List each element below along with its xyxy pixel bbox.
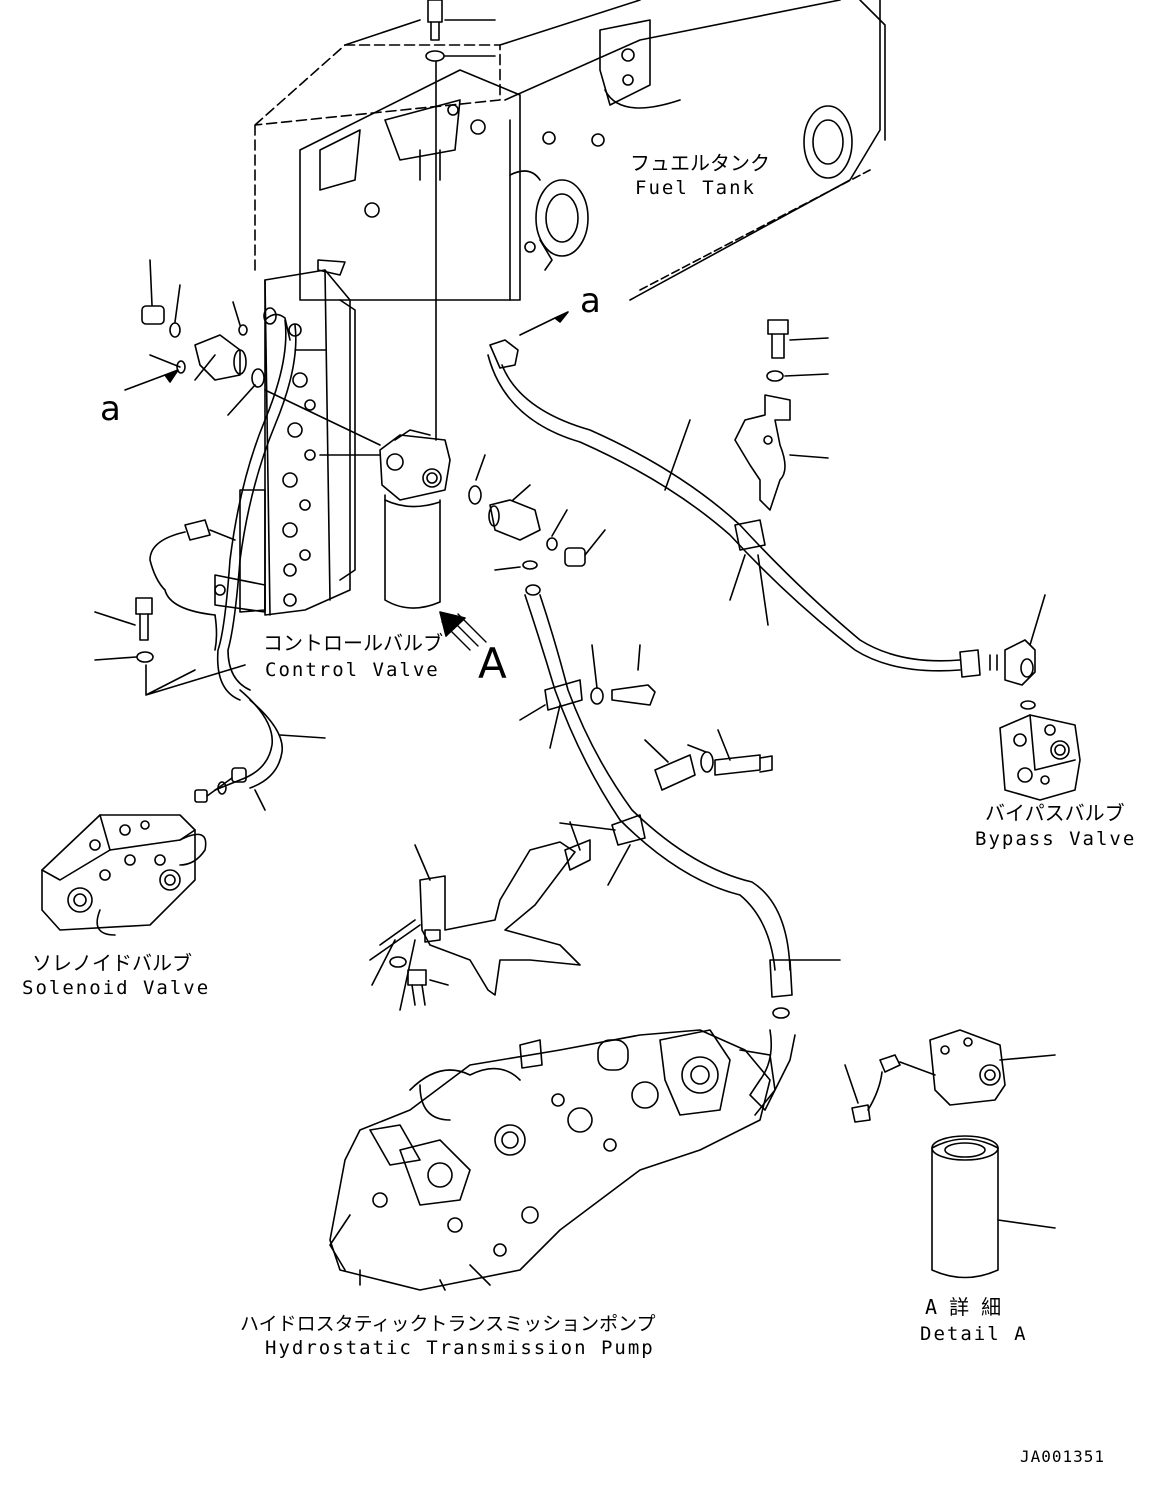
left-fittings xyxy=(141,259,291,416)
drawing-id: JA001351 xyxy=(1020,1447,1105,1466)
control-valve-label-en: Control Valve xyxy=(265,659,440,681)
view-a-label: A xyxy=(478,639,507,688)
hst-pump-label-jp: ハイドロスタティックトランスミッションポンプ xyxy=(240,1313,656,1335)
solenoid-valve-label-jp: ソレノイドバルブ xyxy=(32,951,192,975)
control-hose xyxy=(214,319,326,811)
lower-bracket xyxy=(369,821,591,1011)
pump-suction-hose xyxy=(519,584,841,1111)
pressure-switch xyxy=(488,484,606,571)
left-bolt xyxy=(94,597,246,696)
bypass-valve xyxy=(999,594,1081,801)
arrow-a-left xyxy=(124,369,179,391)
solenoid-valve-label-en: Solenoid Valve xyxy=(22,977,210,999)
hst-pump-label-en: Hydrostatic Transmission Pump xyxy=(265,1337,655,1359)
labels: フュエルタンク Fuel Tank コントロールバルブ Control Valv… xyxy=(22,151,1136,1466)
top-bolt xyxy=(425,0,496,62)
arrow-a-upper xyxy=(519,311,569,336)
bypass-valve-label-en: Bypass Valve xyxy=(975,828,1136,850)
control-valve xyxy=(149,269,356,651)
fuel-tank-label-en: Fuel Tank xyxy=(635,177,756,199)
fuel-tank-label-jp: フュエルタンク xyxy=(630,151,770,175)
detail-a-label-jp: A 詳 細 xyxy=(925,1295,1001,1319)
bypass-hose xyxy=(487,339,998,678)
bypass-valve-label-jp: バイパスバルブ xyxy=(985,801,1125,825)
detail-a-label-en: Detail A xyxy=(920,1323,1028,1345)
detail-a xyxy=(844,1029,1056,1279)
hydraulic-filter xyxy=(264,389,486,609)
hose-bracket xyxy=(734,319,829,511)
ref-a-left-label: a xyxy=(100,389,121,429)
fuel-tank xyxy=(254,0,886,301)
arrow-view-a xyxy=(439,611,487,651)
control-valve-label-jp: コントロールバルブ xyxy=(263,631,443,655)
hst-pump xyxy=(329,1029,776,1291)
ref-a-upper-label: a xyxy=(580,281,601,321)
solenoid-valve xyxy=(41,767,247,936)
